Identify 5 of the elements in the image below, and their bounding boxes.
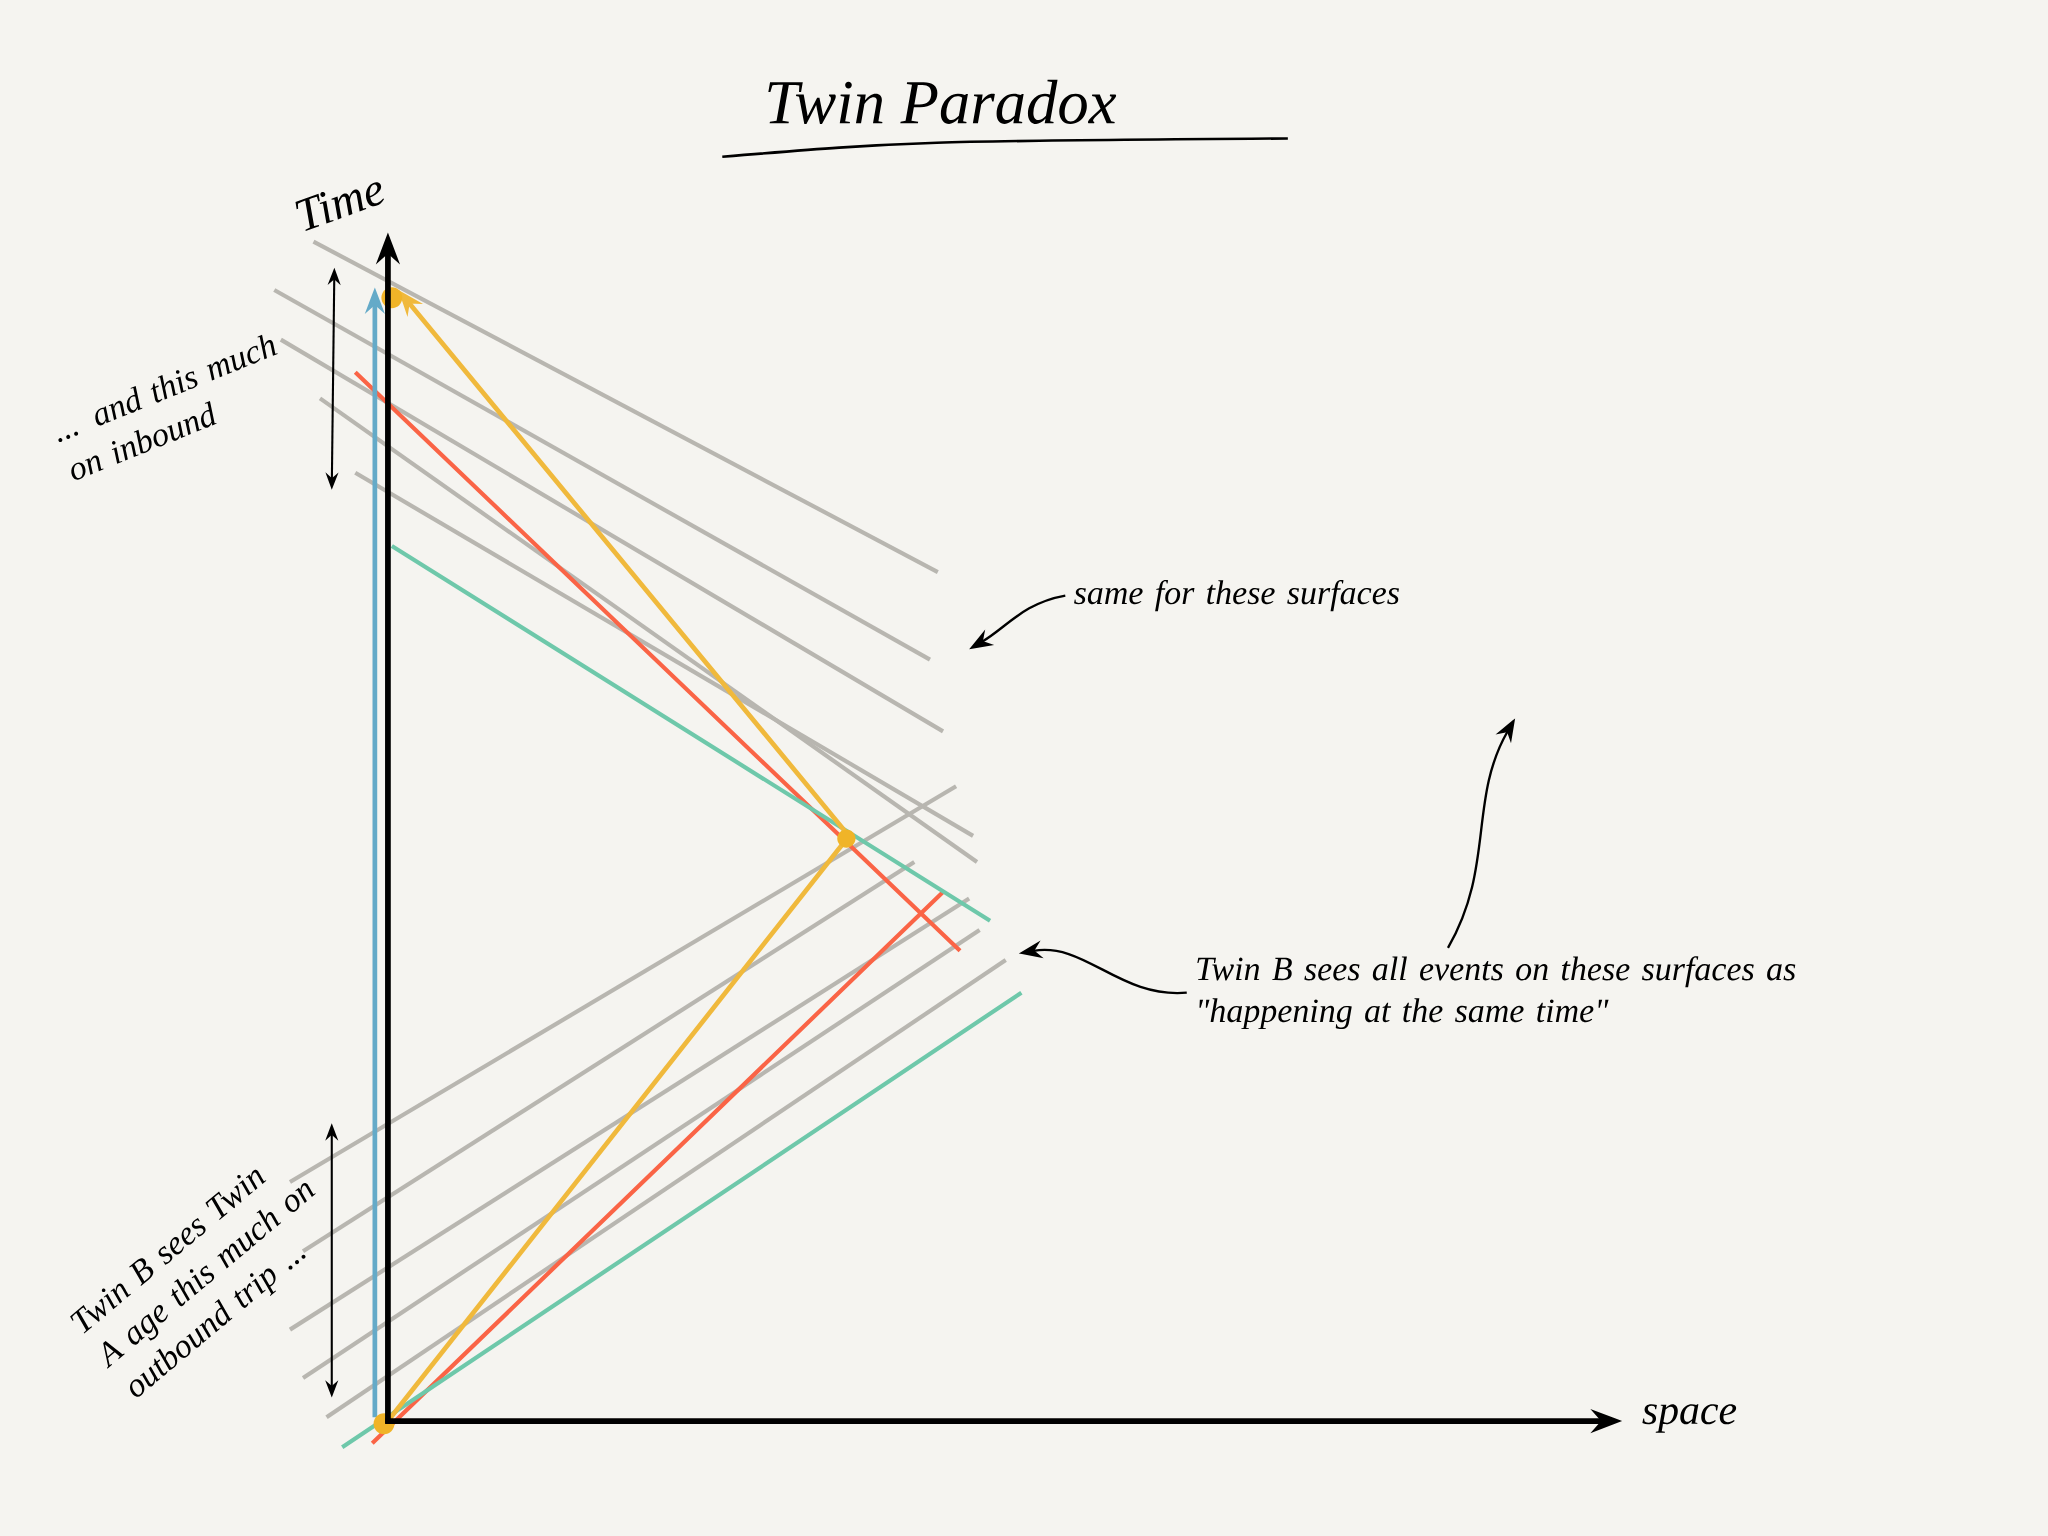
- axis-label: space: [1642, 1404, 1737, 1433]
- title: Twin Paradox: [768, 79, 1117, 124]
- annotation: Twin B sees all events on these surfaces as "happening at the same time": [1197, 956, 1796, 1030]
- axis-label: Time: [295, 182, 385, 232]
- annotation: same for these surfaces: [1074, 580, 1399, 612]
